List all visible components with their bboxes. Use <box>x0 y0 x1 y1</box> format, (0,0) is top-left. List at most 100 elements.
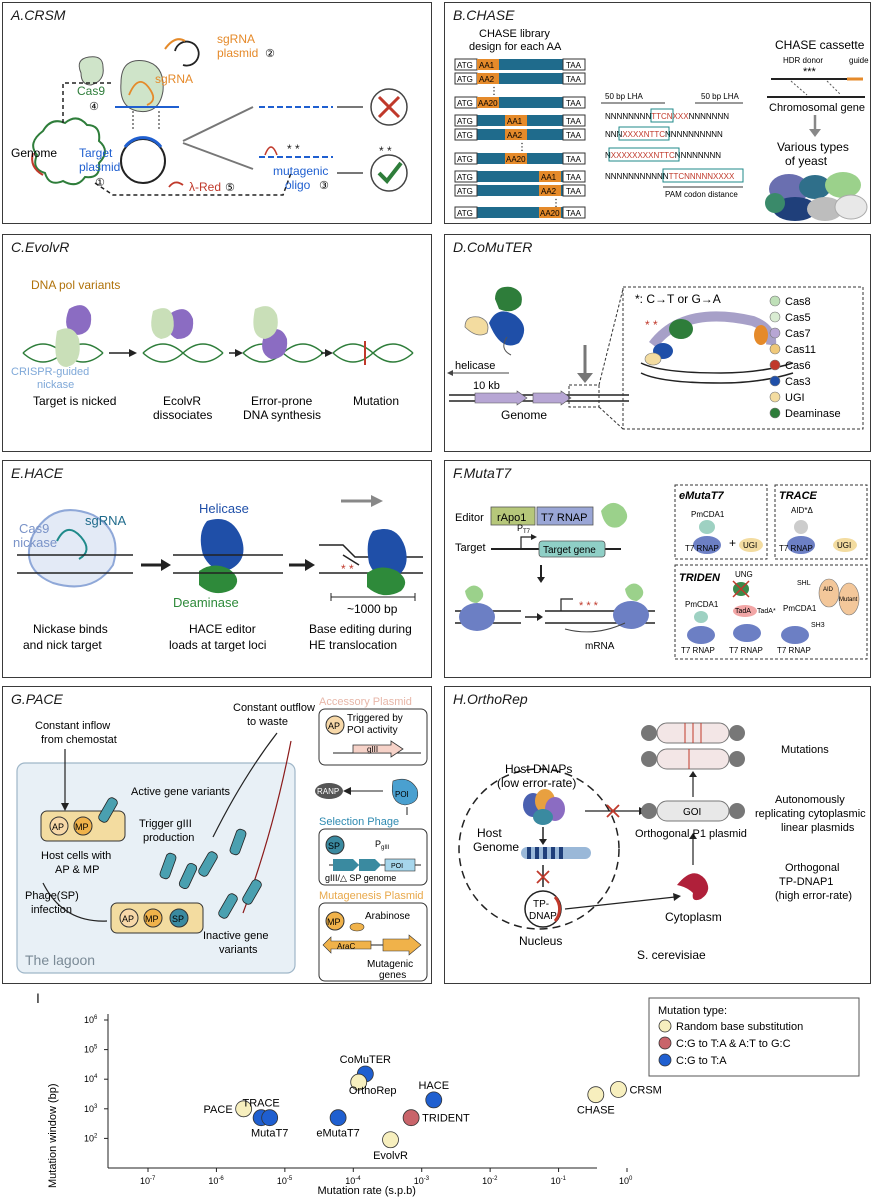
svg-text:Nickase binds: Nickase binds <box>33 622 108 636</box>
protein-legend: Cas8 Cas5 Cas7 Cas11 Cas6 Cas3 UGI Deami… <box>769 295 841 420</box>
svg-text:Orthogonal P1 plasmid: Orthogonal P1 plasmid <box>635 828 747 840</box>
point-label-mutat7: MutaT7 <box>251 1128 288 1140</box>
svg-text:T7 RNAP: T7 RNAP <box>729 646 763 655</box>
svg-text:replicating cytoplasmic: replicating cytoplasmic <box>755 808 866 820</box>
svg-text:ATG: ATG <box>457 209 473 218</box>
svg-text:gIII/△ SP genome: gIII/△ SP genome <box>325 873 396 883</box>
svg-text:Cas5: Cas5 <box>785 312 811 324</box>
svg-text:MP: MP <box>75 822 89 832</box>
svg-text:ATG: ATG <box>457 99 473 108</box>
svg-text:TAA: TAA <box>566 131 582 140</box>
legend-swatch-cg_ta_at_gc <box>658 1036 672 1050</box>
phage-icons <box>98 797 262 919</box>
svg-text:Target gene: Target gene <box>543 545 596 556</box>
y-axis-label: Mutation window (bp) <box>47 1083 59 1188</box>
panel-b-title: B.CHASE <box>453 7 515 23</box>
legend-box <box>648 997 860 1077</box>
svg-text:AP: AP <box>122 914 134 924</box>
svg-text:Nucleus: Nucleus <box>519 934 562 948</box>
svg-text:*: C→T or G→A: *: C→T or G→A <box>635 292 721 306</box>
svg-text:production: production <box>143 832 194 844</box>
t7-rnap-icon <box>459 603 495 631</box>
svg-text:plasmid: plasmid <box>79 160 120 174</box>
svg-text:guide: guide <box>849 56 869 65</box>
svg-text:PAM codon distance: PAM codon distance <box>665 190 738 199</box>
genome-circle <box>32 117 106 186</box>
svg-text:Cas3: Cas3 <box>785 376 811 388</box>
svg-text:PT7: PT7 <box>517 523 531 535</box>
svg-text:10 kb: 10 kb <box>473 380 500 392</box>
svg-text:TP-DNAP1: TP-DNAP1 <box>779 876 833 888</box>
svg-text:T7 RNAP: T7 RNAP <box>681 646 715 655</box>
svg-text:oligo: oligo <box>285 178 311 192</box>
svg-text:MP: MP <box>145 914 159 924</box>
x-tick-label: 10-3 <box>414 1176 430 1186</box>
svg-text:Helicase: Helicase <box>199 501 249 516</box>
svg-text:50 bp LHA: 50 bp LHA <box>701 92 739 101</box>
svg-text:AA2: AA2 <box>507 131 523 140</box>
svg-text:S. cerevisiae: S. cerevisiae <box>637 948 706 962</box>
svg-text:* * *: * * * <box>579 600 599 612</box>
x-tick-label: 10-2 <box>482 1176 498 1186</box>
svg-text:TP-: TP- <box>533 899 549 910</box>
svg-text:TAA: TAA <box>566 75 582 84</box>
tp-dnap1-icon <box>677 873 709 901</box>
point-label-trace: TRACE <box>242 1098 279 1110</box>
svg-text:PmCDA1: PmCDA1 <box>685 600 719 609</box>
y-tick-label: 103 <box>84 1104 98 1114</box>
panel-b: B.CHASE CHASE library design for each AA… <box>444 2 871 224</box>
panel-d: D.CoMuTER helicase 10 kb Genome *: C→T o… <box>444 234 871 452</box>
svg-text:CRISPR-guided: CRISPR-guided <box>11 366 89 378</box>
svg-text:Active gene variants: Active gene variants <box>131 786 231 798</box>
point-label-evolvr: EvolvR <box>373 1150 408 1162</box>
svg-text:Deaminase: Deaminase <box>785 408 841 420</box>
panel-g-title: G.PACE <box>11 691 63 707</box>
cas9-icon <box>78 56 104 86</box>
svg-text:Cas6: Cas6 <box>785 360 811 372</box>
svg-text:AA1: AA1 <box>507 117 523 126</box>
panel-f-title: F.MutaT7 <box>453 465 512 481</box>
legend-label-random: Random base substitution <box>676 1021 803 1033</box>
point-label-pace: PACE <box>204 1104 233 1116</box>
svg-text:AP: AP <box>328 721 340 731</box>
svg-text:AA20: AA20 <box>506 155 526 164</box>
svg-text:from chemostat: from chemostat <box>41 734 117 746</box>
svg-text:T7 RNAP: T7 RNAP <box>541 512 587 524</box>
svg-text:plasmid: plasmid <box>217 46 258 60</box>
panel-f-diagram: Editor rApo1 T7 RNAP Target PT7 Target g… <box>455 484 868 660</box>
x-tick-label: 10-4 <box>345 1176 361 1186</box>
svg-text:ATG: ATG <box>457 75 473 84</box>
x-tick-label: 10-6 <box>208 1176 224 1186</box>
svg-text:AID: AID <box>823 587 834 593</box>
svg-text:TAA: TAA <box>566 209 582 218</box>
svg-text:TAA: TAA <box>566 155 582 164</box>
svg-text:Cas8: Cas8 <box>785 296 811 308</box>
svg-text:variants: variants <box>219 944 258 956</box>
sgrna-plasmid-icon <box>174 40 200 67</box>
svg-text:Target: Target <box>455 542 486 554</box>
svg-text:Editor: Editor <box>455 512 484 524</box>
svg-text:Mutations: Mutations <box>781 744 829 756</box>
helicase-icon <box>200 519 244 571</box>
cas9-label: Cas9 <box>77 84 105 98</box>
svg-text:DNAP: DNAP <box>529 911 557 922</box>
svg-text:Chromosomal gene: Chromosomal gene <box>769 102 865 114</box>
point-label-comuter: CoMuTER <box>340 1054 391 1066</box>
svg-text:ATG: ATG <box>457 131 473 140</box>
svg-text:NXXXXXXXXNTTCNNNNNNNN: NXXXXXXXXNTTCNNNNNNNN <box>605 151 721 160</box>
svg-text:* *: * * <box>287 142 300 156</box>
svg-text:Inactive gene: Inactive gene <box>203 930 268 942</box>
x-tick-label: 10-7 <box>140 1176 156 1186</box>
svg-text:mRNA: mRNA <box>585 641 615 652</box>
svg-text:ATG: ATG <box>457 155 473 164</box>
svg-text:TRIDEN: TRIDEN <box>679 572 721 584</box>
svg-text:T7 RNAP: T7 RNAP <box>777 646 811 655</box>
svg-text:HE translocation: HE translocation <box>309 638 397 652</box>
point-label-orthorep: OrthoRep <box>349 1085 397 1097</box>
x-tick-label: 100 <box>619 1176 633 1186</box>
svg-text:AA1: AA1 <box>479 61 495 70</box>
panel-g-diagram: The lagoon Constant inflow from chemosta… <box>16 696 428 982</box>
panel-e-title: E.HACE <box>11 465 64 481</box>
svg-text:Various types: Various types <box>777 140 849 154</box>
panel-a: A.CRSM Genome Cas9 ④ sgRNA plasmid ② sgR… <box>2 2 432 224</box>
